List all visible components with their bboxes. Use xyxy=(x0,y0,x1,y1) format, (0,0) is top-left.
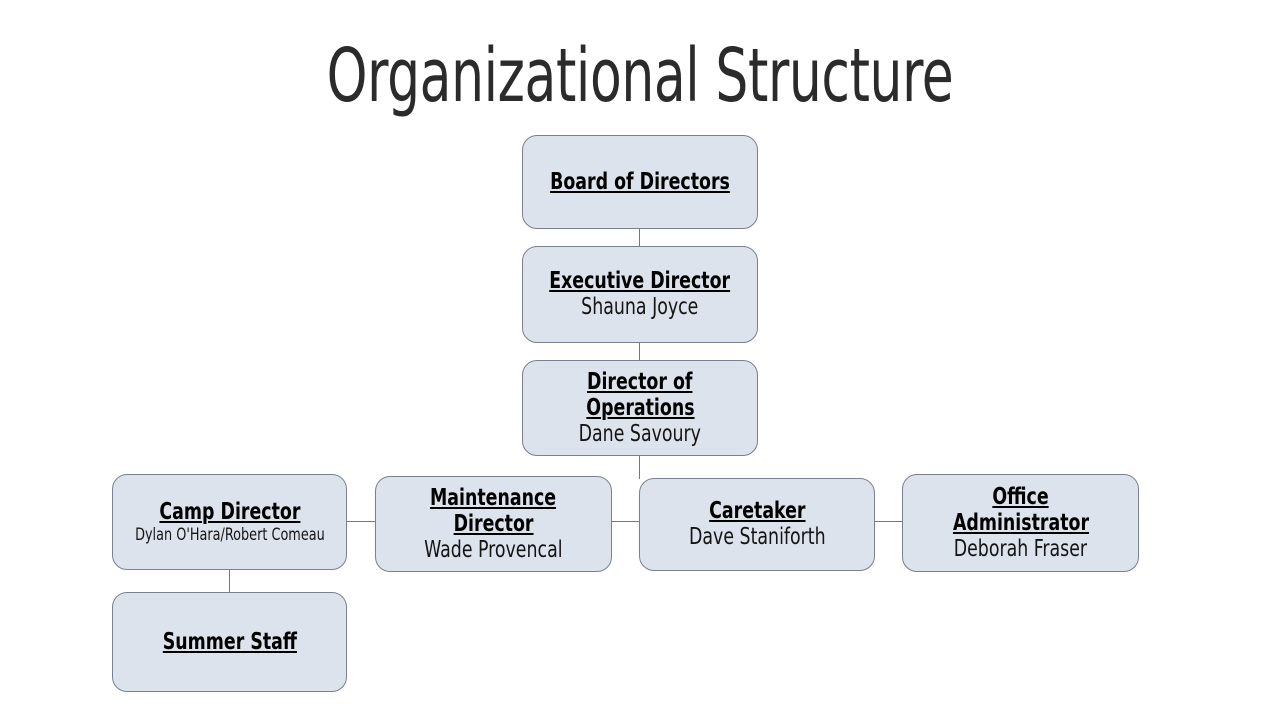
node-role-label-line1: Office xyxy=(992,483,1049,510)
node-role-label-line2: Director xyxy=(453,510,534,537)
connector-camp-to-summer-staff xyxy=(229,569,231,593)
node-person-label: Dylan O'Hara/Robert Comeau xyxy=(134,525,325,545)
node-role-label-line2: Operations xyxy=(585,394,695,421)
connector-board-to-executive xyxy=(639,228,641,247)
node-executive-director[interactable]: Executive Director Shauna Joyce xyxy=(522,246,758,343)
node-role-label-line1: Director of xyxy=(587,368,693,395)
connector-executive-to-operations xyxy=(639,342,641,361)
node-role-label: Executive Director xyxy=(549,268,731,294)
node-summer-staff[interactable]: Summer Staff xyxy=(112,592,347,692)
node-director-of-operations[interactable]: Director of Operations Dane Savoury xyxy=(522,360,758,456)
connector-maintenance-to-caretaker xyxy=(611,521,640,523)
node-role-label: Camp Director xyxy=(159,499,300,525)
node-role-label: Caretaker xyxy=(708,498,806,524)
connector-camp-to-maintenance xyxy=(346,521,376,523)
node-office-administrator[interactable]: Office Administrator Deborah Fraser xyxy=(902,474,1139,572)
node-board-of-directors[interactable]: Board of Directors xyxy=(522,135,758,229)
node-role-label-line1: Maintenance xyxy=(430,484,557,511)
node-caretaker[interactable]: Caretaker Dave Staniforth xyxy=(639,478,875,571)
node-person-label: Shauna Joyce xyxy=(581,294,699,320)
node-role-label: Board of Directors xyxy=(550,169,730,195)
node-person-label: Dave Staniforth xyxy=(688,524,826,550)
node-role-label-line2: Administrator xyxy=(952,509,1089,536)
node-person-label: Wade Provencal xyxy=(424,536,563,563)
node-camp-director[interactable]: Camp Director Dylan O'Hara/Robert Comeau xyxy=(112,474,347,570)
node-person-label: Deborah Fraser xyxy=(953,535,1088,562)
node-maintenance-director[interactable]: Maintenance Director Wade Provencal xyxy=(375,476,612,572)
page-title: Organizational Structure xyxy=(326,33,954,119)
connector-operations-to-caretaker xyxy=(639,455,641,479)
node-role-label: Summer Staff xyxy=(162,629,297,655)
connector-caretaker-to-office xyxy=(874,521,903,523)
node-person-label: Dane Savoury xyxy=(578,420,702,447)
